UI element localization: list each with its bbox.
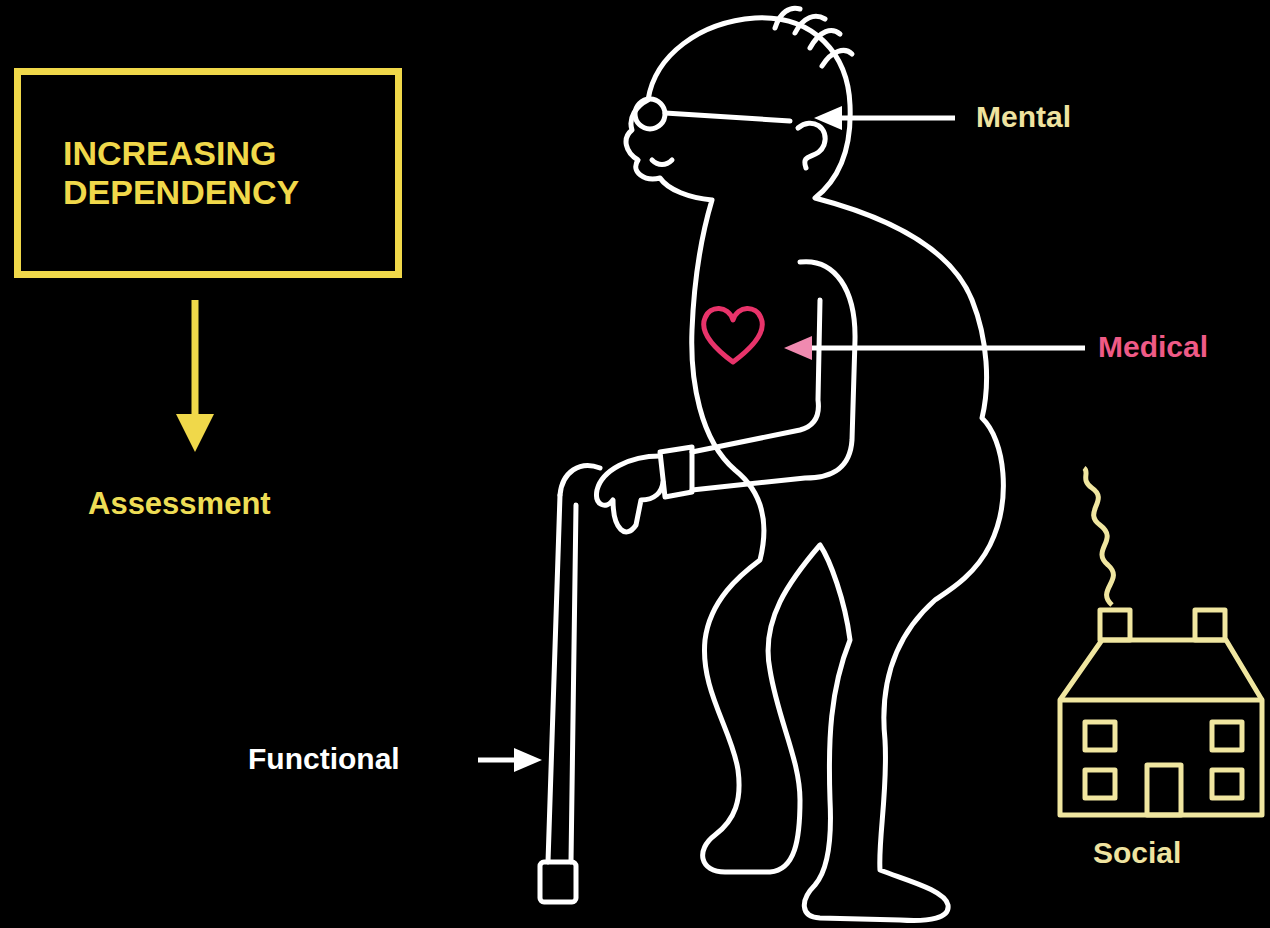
hand xyxy=(597,456,663,532)
leader-arrow xyxy=(784,336,1085,360)
down-arrow xyxy=(176,300,214,452)
hair xyxy=(795,16,825,33)
ear xyxy=(798,123,825,168)
chimney xyxy=(1195,610,1225,640)
hair xyxy=(775,8,800,28)
hair xyxy=(810,31,840,48)
text-label: Assessment xyxy=(88,486,271,522)
smile xyxy=(652,160,672,165)
arrow-head xyxy=(176,414,214,452)
arm-outer xyxy=(692,262,855,490)
cuff xyxy=(660,447,692,497)
cane-shaft xyxy=(571,505,576,862)
door xyxy=(1147,765,1181,815)
smoke xyxy=(1084,468,1113,605)
window xyxy=(1085,770,1115,798)
leader-arrow xyxy=(478,748,542,772)
text-label: Medical xyxy=(1098,330,1208,365)
leader-arrow xyxy=(814,106,955,130)
cane-shaft xyxy=(548,495,560,862)
text-label: Mental xyxy=(976,100,1071,135)
house-roof xyxy=(1060,640,1262,700)
window xyxy=(1212,722,1242,750)
leader-line xyxy=(478,758,520,763)
old-man-figure xyxy=(540,8,1003,920)
window xyxy=(1212,770,1242,798)
house-wall xyxy=(1060,700,1262,815)
window xyxy=(1085,722,1115,750)
hair xyxy=(822,50,852,66)
text-label: Functional xyxy=(248,742,400,777)
cane-tip xyxy=(540,862,576,902)
cane-handle xyxy=(560,466,600,495)
heart-symbol xyxy=(704,308,763,362)
house-icon xyxy=(1060,468,1262,815)
box-heading: INCREASING DEPENDENCY xyxy=(63,134,353,212)
body-outline xyxy=(626,18,1003,921)
arrow-head xyxy=(784,336,812,360)
glasses-arm xyxy=(665,113,790,121)
arrow-head xyxy=(514,748,542,772)
text-label: Social xyxy=(1093,836,1181,871)
dependency-box: INCREASING DEPENDENCY xyxy=(14,68,402,278)
leader-line xyxy=(808,346,1085,351)
arm-inner xyxy=(692,300,820,452)
chimney xyxy=(1100,610,1130,640)
arrow-shaft xyxy=(192,300,199,418)
leader-line xyxy=(838,116,955,121)
arrow-head xyxy=(814,106,842,130)
glasses xyxy=(635,99,665,129)
